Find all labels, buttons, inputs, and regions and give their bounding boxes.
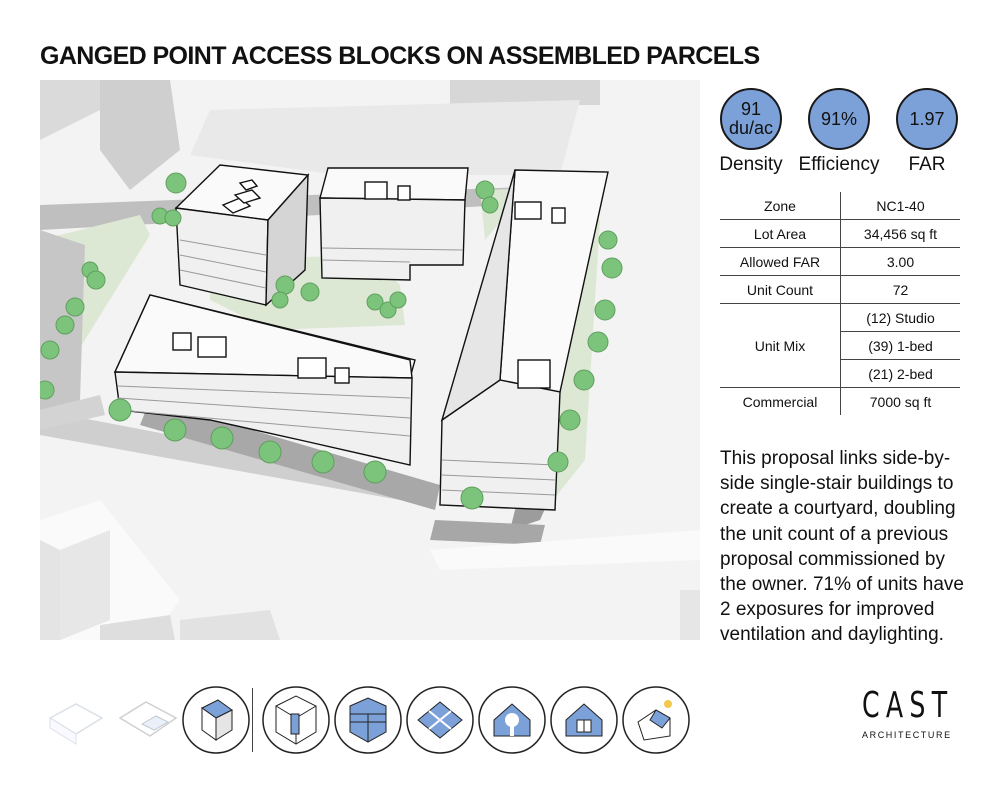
efficiency-badge: 91% xyxy=(808,88,870,150)
table-row: Commercial 7000 sq ft xyxy=(720,387,960,415)
unit-count-key: Unit Count xyxy=(720,275,841,304)
commercial-value: 7000 sq ft xyxy=(869,393,932,410)
table-row: (21) 2-bed xyxy=(720,359,960,388)
unit-mix-2bed: (21) 2-bed xyxy=(840,359,960,388)
unit-count-value: 72 xyxy=(840,275,960,304)
logo-subtitle: ARCHITECTURE xyxy=(862,730,952,740)
lot-area-value: 34,456 sq ft xyxy=(840,219,960,248)
building-c xyxy=(439,169,609,511)
density-label: Density xyxy=(719,154,783,175)
logo-wordmark: CAST xyxy=(862,685,954,726)
efficiency-value: 91% xyxy=(820,108,858,129)
allowed-far-key: Allowed FAR xyxy=(720,247,841,276)
unit-mix-key: Unit Mix xyxy=(720,303,841,388)
context-building xyxy=(100,80,180,190)
density-badge: 91 du/ac xyxy=(720,88,782,150)
metrics-row: 91 du/ac Density 91% Efficiency 1.97 FAR xyxy=(718,88,968,188)
building-a xyxy=(174,164,310,307)
sidewalk xyxy=(140,400,440,510)
context-building xyxy=(450,80,600,105)
commercial-key: Commercial xyxy=(720,387,841,415)
street-trees xyxy=(40,172,623,510)
zone-value: NC1-40 xyxy=(840,192,960,220)
table-row: Allowed FAR 3.00 xyxy=(720,247,960,276)
icon-separator xyxy=(252,688,253,752)
table-row: (39) 1-bed xyxy=(720,331,960,360)
density-value: 91 xyxy=(740,99,762,119)
site-axon-icon xyxy=(40,684,112,756)
table-row: Unit Count 72 xyxy=(720,275,960,304)
unit-mix-1bed: (39) 1-bed xyxy=(840,331,960,360)
table-row: Zone NC1-40 xyxy=(720,192,960,220)
building-mass-icon xyxy=(180,684,252,756)
project-stats-table: Zone NC1-40 Lot Area 34,456 sq ft Allowe… xyxy=(720,192,960,415)
efficiency-label: Efficiency xyxy=(798,154,880,175)
density-unit: du/ac xyxy=(728,118,774,138)
page-title: GANGED POINT ACCESS BLOCKS ON ASSEMBLED … xyxy=(40,42,760,70)
context-building xyxy=(40,80,100,140)
metric-efficiency: 91% Efficiency xyxy=(794,88,884,176)
metric-far: 1.97 FAR xyxy=(882,88,972,176)
far-value: 1.97 xyxy=(909,108,945,129)
building-d xyxy=(113,294,416,466)
zone-key: Zone xyxy=(720,192,841,220)
tree-house-icon xyxy=(476,684,548,756)
parcels-axon-icon xyxy=(112,684,184,756)
project-description: This proposal links side-by-side single-… xyxy=(720,448,964,646)
site-axonometric-render xyxy=(40,80,700,640)
cast-architecture-logo: CAST ARCHITECTURE xyxy=(862,686,962,750)
icon-strip xyxy=(40,684,700,758)
table-row: Lot Area 34,456 sq ft xyxy=(720,219,960,248)
table-row: Unit Mix (12) Studio xyxy=(720,303,960,388)
unit-mix-studio: (12) Studio xyxy=(840,303,960,332)
sun-house-icon xyxy=(620,684,692,756)
building-b xyxy=(319,167,469,281)
unit-plan-icon xyxy=(404,684,476,756)
allowed-far-value: 3.00 xyxy=(840,247,960,276)
far-badge: 1.97 xyxy=(896,88,958,150)
stair-core-icon xyxy=(260,684,332,756)
metric-density: 91 du/ac Density xyxy=(706,88,796,176)
far-label: FAR xyxy=(908,154,946,175)
lot-area-key: Lot Area xyxy=(720,219,841,248)
window-house-icon xyxy=(548,684,620,756)
section-icon xyxy=(332,684,404,756)
